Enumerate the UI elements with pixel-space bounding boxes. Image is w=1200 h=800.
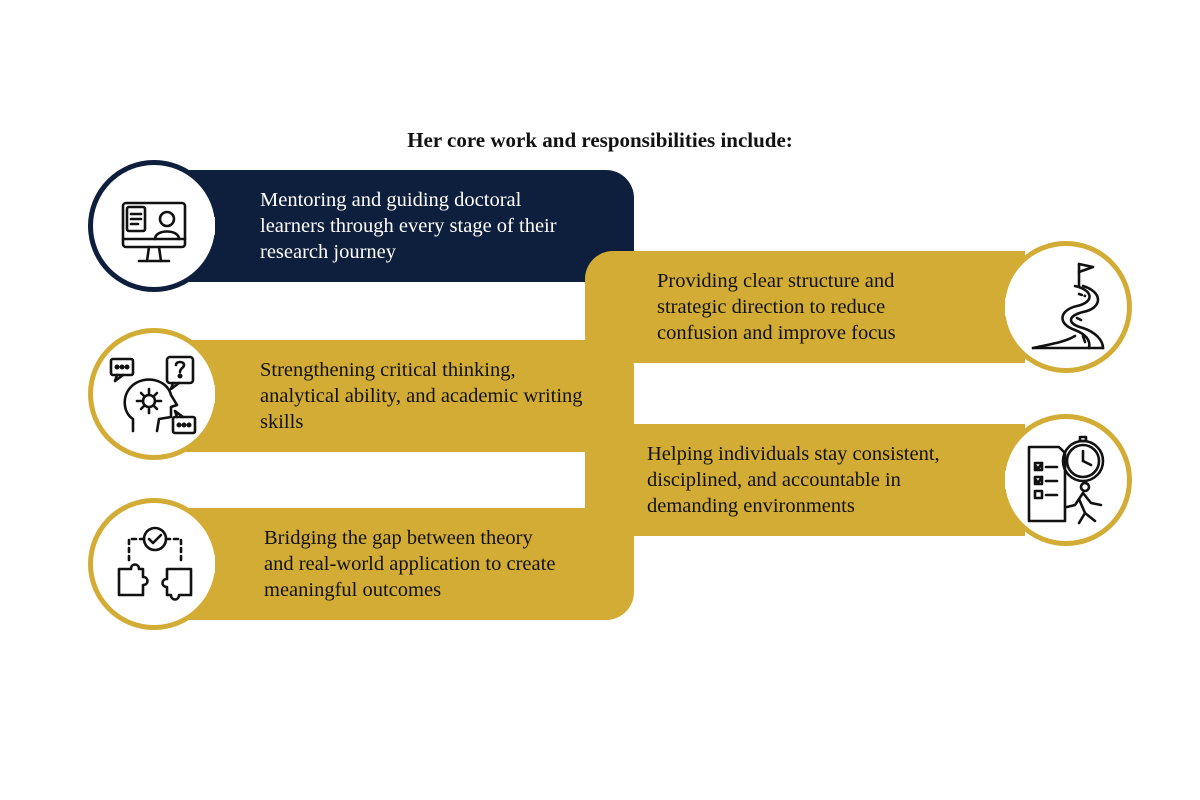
responsibility-text-5: Bridging the gap between theory and real… <box>264 527 556 601</box>
responsibility-band-4: Helping individuals stay consistent, dis… <box>585 424 1025 536</box>
icon-circle-2 <box>1000 241 1132 373</box>
computer-video-document-icon <box>121 201 215 263</box>
responsibility-text-4: Helping individuals stay consistent, dis… <box>647 443 940 517</box>
responsibility-band-5: Bridging the gap between theory and real… <box>186 508 634 620</box>
responsibility-band-1: Mentoring and guiding doctoral learners … <box>186 170 634 282</box>
head-gear-thinking-icon <box>109 355 215 435</box>
puzzle-pieces-check-icon <box>117 526 215 601</box>
responsibility-text-2: Providing clear structure and strategic … <box>657 270 896 344</box>
icon-circle-4 <box>1000 414 1132 546</box>
responsibility-text-3: Strengthening critical thinking, analyti… <box>260 359 583 433</box>
responsibility-band-3: Strengthening critical thinking, analyti… <box>186 340 634 452</box>
checklist-clock-runner-icon <box>1005 435 1105 525</box>
responsibility-text-1: Mentoring and guiding doctoral learners … <box>260 189 557 263</box>
responsibility-band-2: Providing clear structure and strategic … <box>585 251 1025 363</box>
icon-circle-1 <box>88 160 220 292</box>
icon-circle-3 <box>88 328 220 460</box>
page-title: Her core work and responsibilities inclu… <box>407 128 793 152</box>
road-to-flag-icon <box>1005 262 1105 350</box>
icon-circle-5 <box>88 498 220 630</box>
